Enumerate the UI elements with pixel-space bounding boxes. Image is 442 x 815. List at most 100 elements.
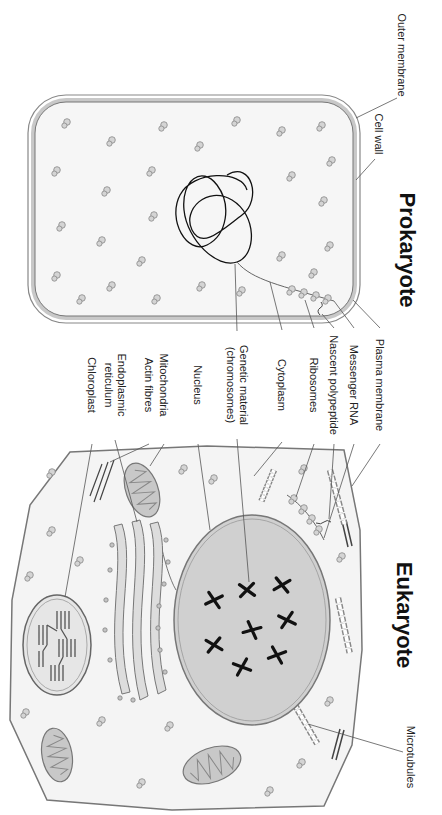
mitochondrion-membrane (38, 726, 77, 784)
chromosome (274, 578, 290, 592)
ribosome (118, 696, 122, 700)
mitochondrion-membrane (117, 458, 166, 522)
er-ribosomes (103, 538, 170, 702)
messenger-rna (287, 495, 324, 540)
ribosome (311, 292, 320, 302)
ribosome (156, 626, 160, 630)
ribosome (337, 553, 346, 563)
ribosome (21, 709, 30, 719)
ribosome (137, 779, 146, 789)
ribosome (323, 295, 332, 305)
ribosome (25, 572, 34, 582)
part-label: Actin fibres (143, 358, 156, 412)
leader-line (237, 439, 249, 582)
ribosome (137, 257, 146, 267)
ribosome (103, 628, 107, 632)
ribosome (317, 122, 326, 132)
ribosome (325, 242, 334, 252)
ribosome (62, 119, 71, 129)
ribosome (325, 697, 334, 707)
part-label: Microtubules (405, 726, 418, 788)
cell-title: Eukaryote (391, 562, 416, 668)
ribosome (163, 670, 167, 674)
ribosome (237, 287, 246, 297)
messenger-rna (237, 262, 334, 301)
ribosome (162, 582, 166, 586)
ribosome (47, 527, 56, 537)
part-label: Ribosomes (308, 357, 321, 412)
part-label: Plasma membrane (374, 339, 387, 431)
chloroplast-envelope (27, 599, 87, 691)
leader-line (115, 440, 137, 522)
chromosome (243, 622, 261, 639)
part-label: Nascent polypeptide (328, 335, 341, 435)
er-cisterna (150, 522, 166, 694)
leader-line (329, 444, 334, 519)
leader-line (296, 444, 314, 497)
ribosome (159, 122, 168, 132)
ribosome (307, 515, 316, 525)
ribosome (277, 252, 286, 262)
ribosome (165, 722, 174, 732)
leader-line (254, 442, 282, 476)
ribosome (166, 560, 170, 564)
cristae (125, 467, 159, 514)
part-label: Nucleus (192, 365, 205, 405)
ribosome (52, 272, 61, 282)
chromosome (206, 592, 223, 607)
ribosome (287, 172, 296, 182)
leader-line (324, 444, 354, 538)
mitochondrion (38, 726, 77, 784)
thylakoid-stacks (39, 611, 75, 681)
ribosome (158, 648, 162, 652)
plasma-membrane (35, 102, 353, 316)
cristae (187, 747, 238, 784)
eukaryote-cell (10, 446, 362, 810)
endoplasmic-reticulum (103, 520, 176, 702)
outer-membrane (28, 95, 360, 323)
mitochondrion (117, 458, 166, 522)
ribosome (108, 658, 112, 662)
ribosome (152, 295, 161, 305)
ribosome (297, 759, 306, 769)
leader-line (305, 300, 314, 328)
ribosome (47, 469, 56, 479)
actin-fibres (90, 460, 352, 760)
leader-lines (65, 98, 403, 752)
mitochondrion (178, 739, 246, 791)
er-cisterna (132, 520, 148, 700)
ribosome (314, 526, 323, 536)
chromosome (233, 659, 250, 675)
ribosome (277, 127, 286, 137)
microtubule (338, 598, 350, 653)
actin-fibre (90, 460, 114, 502)
leader-line (110, 444, 149, 462)
leader-line (352, 444, 380, 486)
polysome (287, 286, 332, 305)
ribosome (52, 167, 61, 177)
ribosome (179, 465, 188, 475)
nuclear-envelope (174, 515, 330, 725)
prokaryote-cell (28, 95, 360, 323)
cell-title: Prokaryote (394, 193, 419, 308)
chromosome (279, 612, 296, 627)
ribosome (319, 197, 328, 207)
leader-line (65, 444, 92, 597)
leader-line (322, 314, 334, 328)
plasma-membrane (10, 446, 362, 810)
ribosome (75, 557, 84, 567)
nucleus (174, 515, 330, 725)
part-label: Outer membrane (396, 13, 409, 96)
ribosome (97, 717, 106, 727)
mitochondrion-membrane (178, 739, 246, 791)
leader-line (198, 444, 210, 530)
leader-line (150, 444, 164, 466)
er-cisterna (114, 524, 130, 694)
ribosome (149, 212, 158, 222)
ribosome (131, 698, 135, 702)
ribosome (57, 222, 66, 232)
chromosome (206, 638, 222, 652)
leader-line (308, 724, 403, 752)
ribosome (107, 282, 116, 292)
